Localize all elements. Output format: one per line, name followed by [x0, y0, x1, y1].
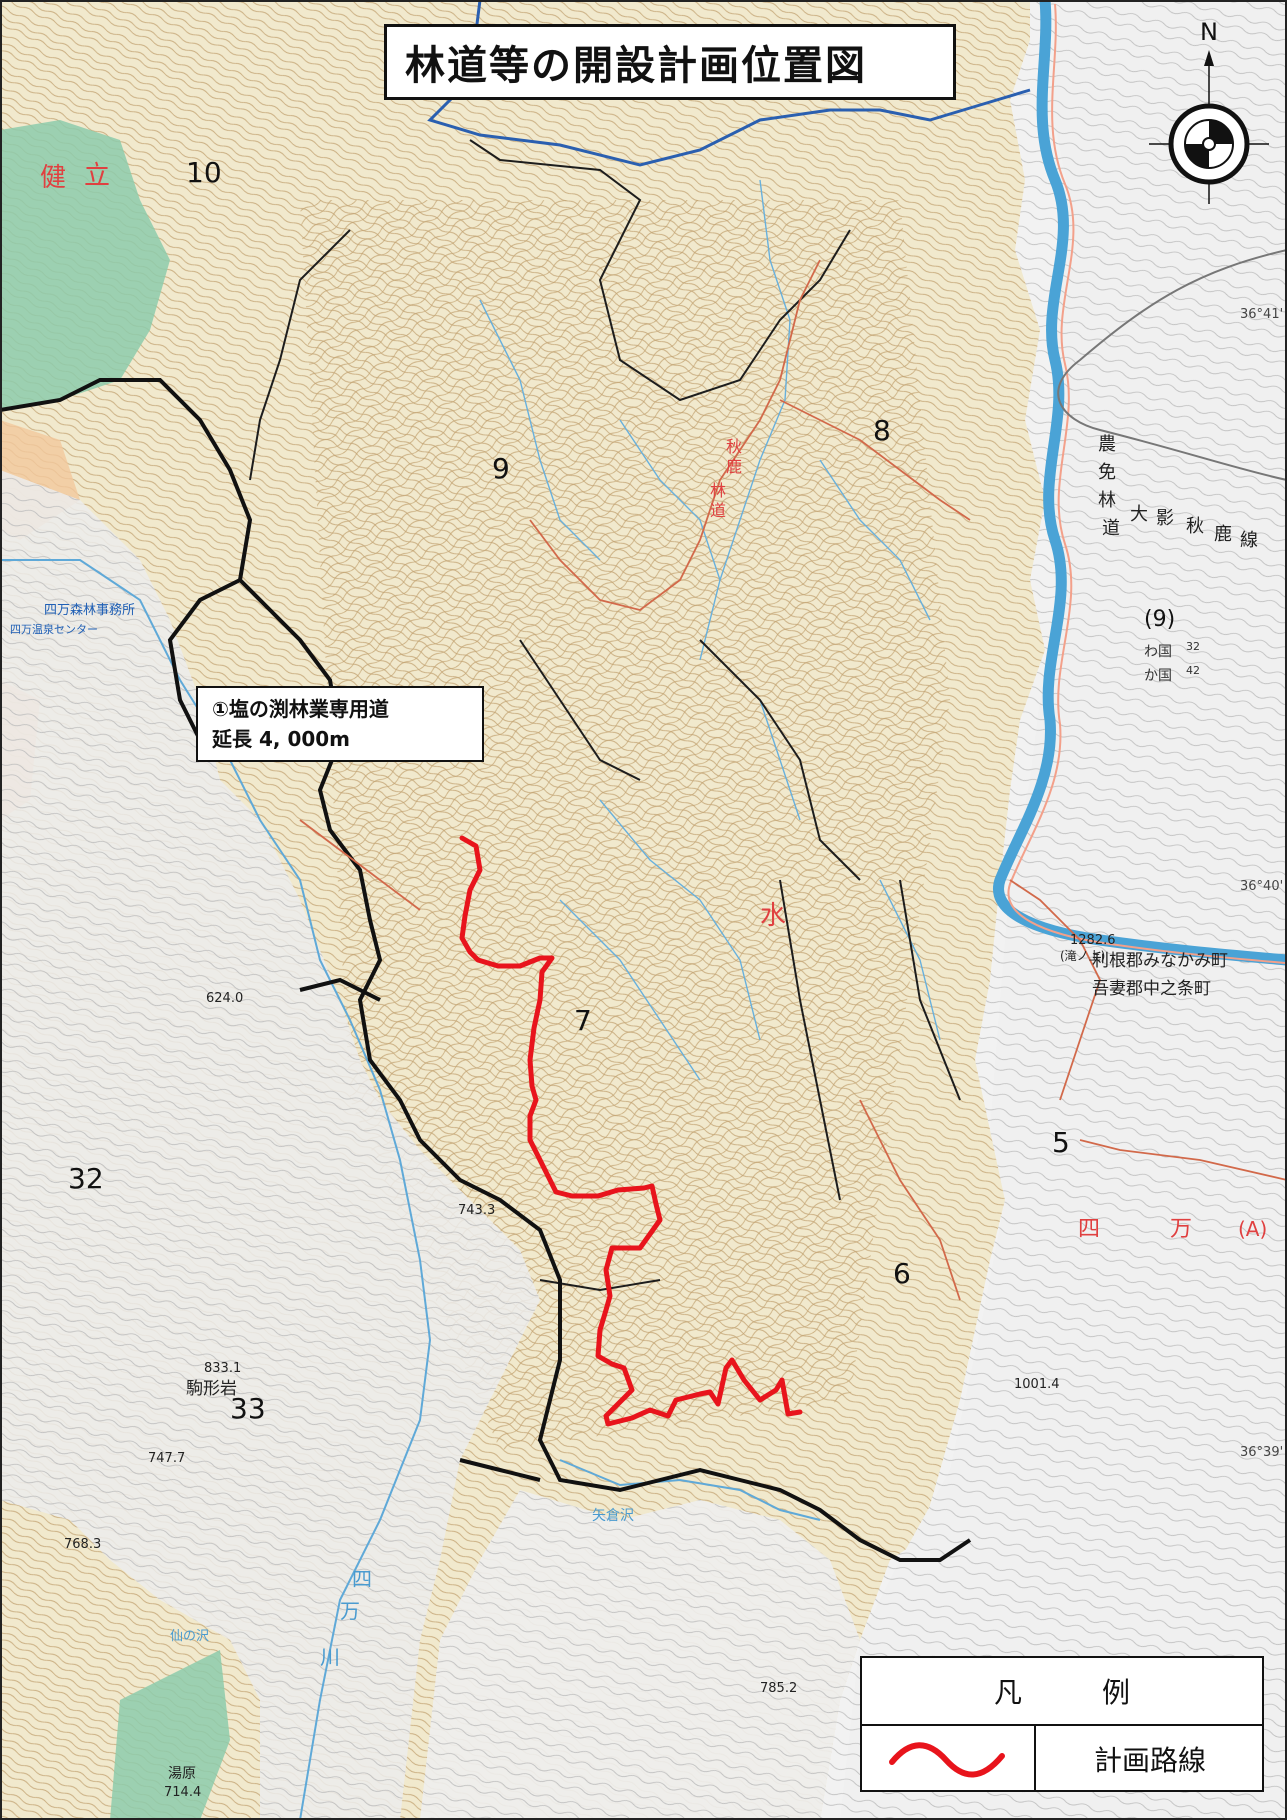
- settlement-contours: [0, 470, 540, 1820]
- map-title: 林道等の開設計画位置図: [384, 24, 956, 100]
- place-labels: 四万森林事務所 四万温泉センター 駒形岩 四 万 (A) 矢倉沢 四 万 川 利…: [10, 161, 1267, 1782]
- existing-forest-roads: [299, 259, 1287, 1301]
- yuhara-label: 湯原: [168, 1765, 196, 1782]
- elevation-768: 768.3: [64, 1537, 101, 1552]
- compartment-9: 9: [492, 452, 510, 485]
- elevation-1001: 1001.4: [1014, 1377, 1060, 1392]
- svg-text:道: 道: [1102, 518, 1120, 539]
- legend-symbol: [862, 1726, 1036, 1792]
- yagura-label: 矢倉沢: [592, 1508, 634, 1524]
- ken-label: 健: [40, 163, 66, 193]
- akika-road-label: 秋 鹿 林 道: [710, 437, 742, 520]
- svg-text:鹿: 鹿: [726, 457, 742, 476]
- compartment-numbers: 10 9 8 7 6 5 32 33 (9): [68, 156, 1175, 1425]
- legend-item-label: 計画路線: [1093, 1744, 1206, 1777]
- compartment-33: 33: [230, 1392, 266, 1425]
- northern-stream: [427, 0, 1031, 167]
- legend-row: 計画路線: [862, 1726, 1262, 1792]
- green-zone-northwest: [0, 120, 170, 410]
- forest-office-label: 四万森林事務所: [44, 603, 135, 618]
- svg-text:鹿: 鹿: [1214, 524, 1232, 545]
- elevation-747: 747.7: [148, 1451, 185, 1466]
- svg-text:林: 林: [1098, 490, 1116, 511]
- compartment-8: 8: [873, 414, 891, 447]
- compartment-7: 7: [574, 1004, 592, 1037]
- agatsuma-label: 吾妻郡中之条町: [1092, 979, 1211, 999]
- elevation-1282: 1282.6: [1070, 933, 1116, 948]
- forest-contours-overlay: [300, 200, 950, 1450]
- elevation-714: 714.4: [164, 1785, 201, 1800]
- elevation-624: 624.0: [206, 991, 243, 1006]
- elevation-labels: 624.0 833.1 747.7 768.3 714.4 1001.4 128…: [64, 933, 1116, 1800]
- legend-header-left: 凡: [993, 1676, 1022, 1709]
- east-forest-codes: わ国 32 か国 42: [1144, 640, 1200, 684]
- onsen-center-label: 四万温泉センター: [10, 622, 98, 636]
- svg-text:42: 42: [1186, 664, 1200, 677]
- tributary-streams: [479, 179, 941, 1081]
- shinsawa-label: 仙の沢: [170, 1629, 209, 1644]
- yagura-stream: [559, 1459, 821, 1521]
- legend-header-right: 例: [1102, 1676, 1131, 1709]
- legend: 凡 例 計画路線: [860, 1656, 1264, 1792]
- svg-text:農: 農: [1098, 434, 1116, 455]
- elevation-785: 785.2: [760, 1681, 797, 1696]
- map-title-text: 林道等の開設計画位置図: [405, 43, 867, 89]
- svg-text:線: 線: [1240, 530, 1258, 551]
- latitude-36-41: 36°41': [1240, 307, 1283, 322]
- shiman-a-label-mark: (A): [1238, 1217, 1267, 1241]
- svg-text:道: 道: [710, 501, 726, 520]
- river-label-kawa: 川: [320, 1645, 340, 1669]
- svg-text:影: 影: [1156, 508, 1174, 529]
- shiman-a-label-shi: 四: [1078, 1217, 1100, 1242]
- compartment-32: 32: [68, 1162, 104, 1195]
- elevation-833: 833.1: [204, 1361, 241, 1376]
- river-label-man: 万: [340, 1599, 360, 1623]
- latitude-36-39: 36°39': [1240, 1445, 1283, 1460]
- green-zone-southwest: [110, 1650, 230, 1820]
- north-label: N: [1200, 18, 1218, 46]
- svg-text:32: 32: [1186, 640, 1200, 653]
- compass-rose-icon: N: [1149, 18, 1269, 204]
- ritsu-label: 立: [84, 161, 110, 191]
- latitude-36-40: 36°40': [1240, 879, 1283, 894]
- latitude-labels: 36°41' 36°40' 36°39': [1240, 307, 1283, 1460]
- compartment-6: 6: [893, 1257, 911, 1290]
- agri-road-label: 農 免 林 道 大 影 秋 鹿 線: [1098, 434, 1258, 551]
- tonegun-label: 利根郡みなかみ町: [1092, 951, 1228, 971]
- legend-header: 凡 例: [862, 1658, 1262, 1726]
- compartment-5: 5: [1052, 1126, 1070, 1159]
- eastern-contours: [840, 0, 1287, 1820]
- route-annotation-name: ①塩の渕林業専用道: [212, 697, 389, 721]
- eastern-river-edge: [1007, 3, 1287, 965]
- route-annotation: ①塩の渕林業専用道 延長 4, 000m: [196, 686, 484, 762]
- svg-text:林: 林: [710, 481, 726, 500]
- elevation-743: 743.3: [458, 1203, 495, 1218]
- svg-text:秋: 秋: [726, 437, 742, 456]
- compartment-9-paren: (9): [1144, 607, 1175, 632]
- svg-text:大: 大: [1130, 504, 1148, 525]
- route-annotation-length: 延長 4, 000m: [212, 727, 351, 751]
- svg-text:わ国: わ国: [1144, 644, 1172, 660]
- planned-route-line[interactable]: [459, 835, 803, 1427]
- southern-contours: [420, 1490, 860, 1820]
- river-label-shi: 四: [352, 1567, 372, 1591]
- komagata-label: 駒形岩: [186, 1379, 237, 1399]
- takigami-label: (滝ノ上): [1060, 949, 1105, 963]
- planned-route-symbol-icon: [889, 1742, 1005, 1778]
- prefectural-road: [1057, 249, 1287, 481]
- svg-text:か国: か国: [1144, 668, 1172, 684]
- svg-text:免: 免: [1098, 462, 1116, 483]
- compartment-10: 10: [186, 156, 222, 189]
- shiman-a-label-man: 万: [1170, 1217, 1192, 1242]
- mizu-label: 水: [760, 901, 786, 931]
- svg-text:秋: 秋: [1186, 516, 1204, 537]
